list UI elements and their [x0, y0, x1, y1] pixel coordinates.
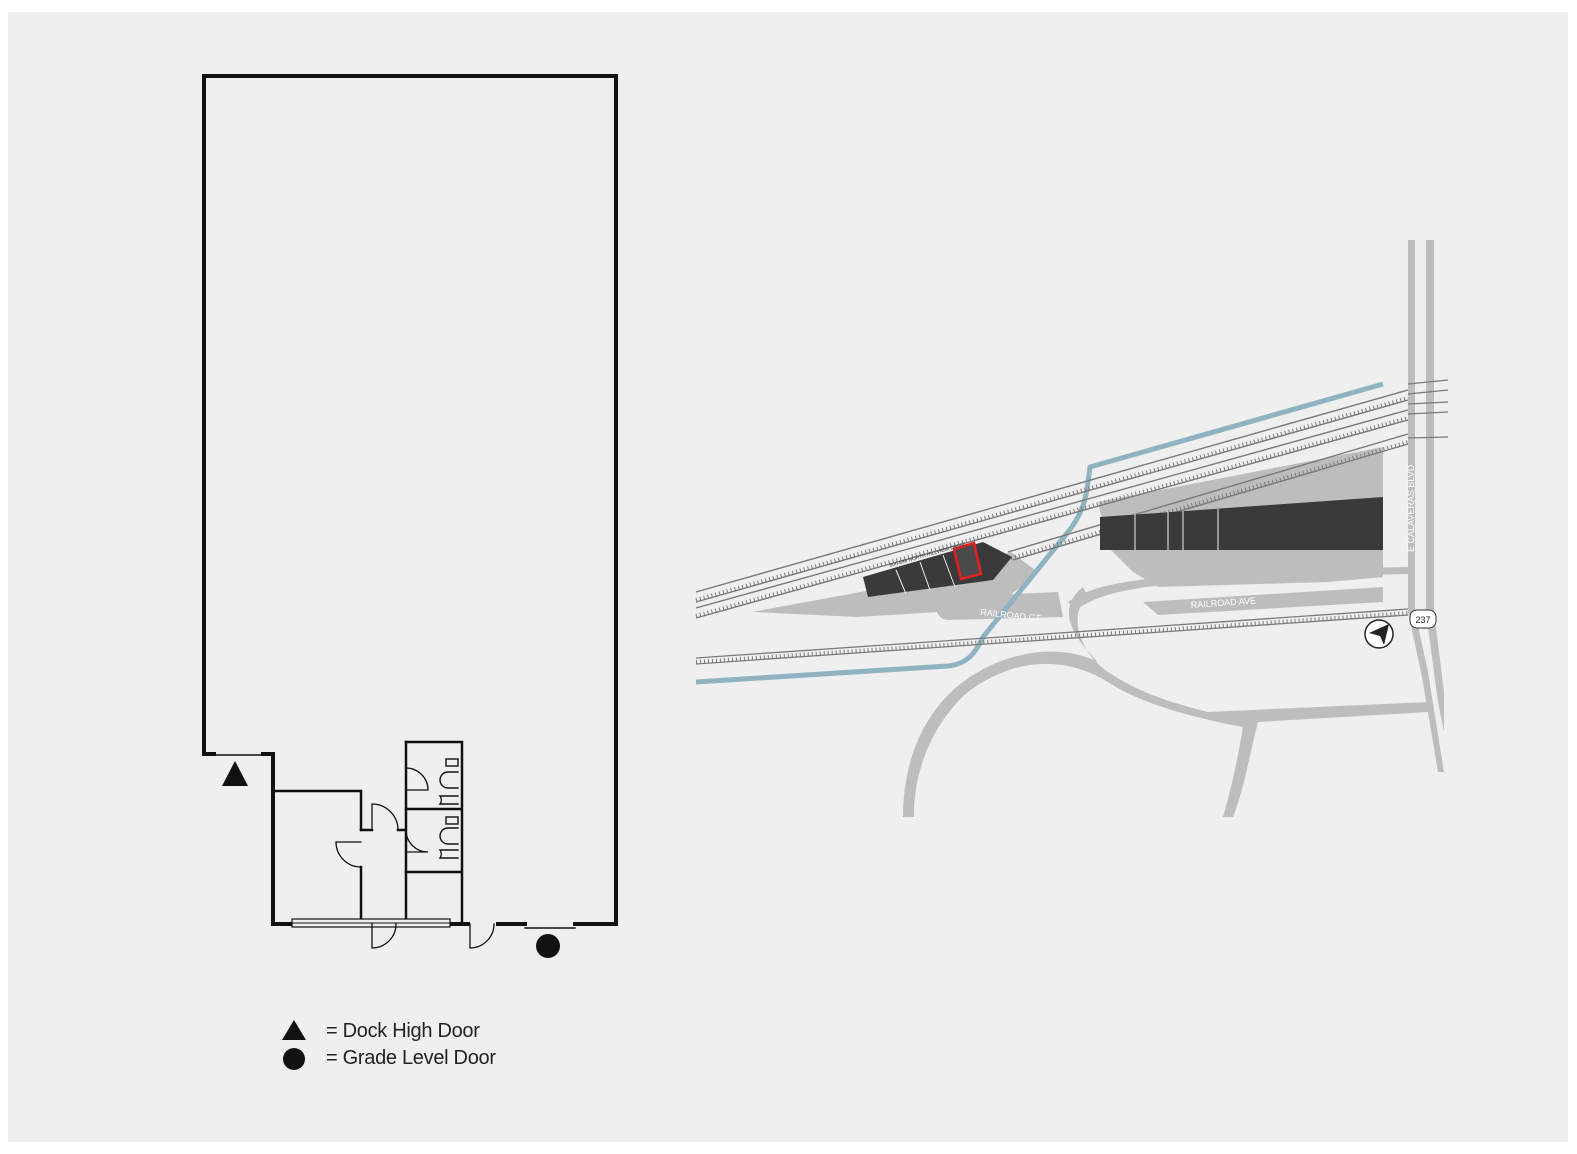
office-2 — [359, 740, 408, 926]
door-swing — [405, 829, 429, 853]
highway-shield-icon: 237 — [1409, 609, 1437, 629]
floorplan-and-map: RAILROAD CT RAILROAD AVE E CALAVERAS BLV… — [202, 74, 1449, 1070]
toilet-fixtures — [438, 758, 459, 859]
railroad-tracks — [695, 379, 1449, 665]
highway-shield-number: 237 — [1415, 615, 1430, 625]
door-swing — [405, 767, 429, 791]
door-swing — [335, 841, 362, 868]
street-label-calaveras: E CALAVERAS BLVD — [1406, 464, 1416, 552]
legend-triangle-icon — [282, 1020, 306, 1040]
highlighted-suite — [952, 541, 983, 581]
building-dividers — [895, 509, 1219, 595]
creek — [695, 381, 1384, 685]
grade-level-door-circle-icon — [536, 934, 560, 958]
floor-plan — [202, 74, 618, 949]
legend-grade-level-door: = Grade Level Door — [326, 1047, 496, 1069]
door-swing — [371, 923, 397, 949]
outer-wall — [202, 74, 618, 926]
legend-circle-icon — [283, 1048, 305, 1070]
north-arrow-icon — [1364, 619, 1394, 649]
legend-dock-high-door: = Dock High Door — [326, 1020, 480, 1042]
door-swing — [469, 923, 495, 949]
building-east — [1100, 497, 1383, 550]
page: RAILROAD CT RAILROAD AVE E CALAVERAS BLV… — [8, 12, 1568, 1142]
street-label-railroad-ave: RAILROAD AVE — [1190, 595, 1256, 610]
door-swing — [371, 803, 399, 831]
dock-high-door-triangle-icon — [222, 761, 248, 786]
site-map: RAILROAD CT RAILROAD AVE E CALAVERAS BLV… — [695, 240, 1449, 817]
restrooms — [404, 740, 464, 926]
office-1 — [271, 789, 363, 926]
